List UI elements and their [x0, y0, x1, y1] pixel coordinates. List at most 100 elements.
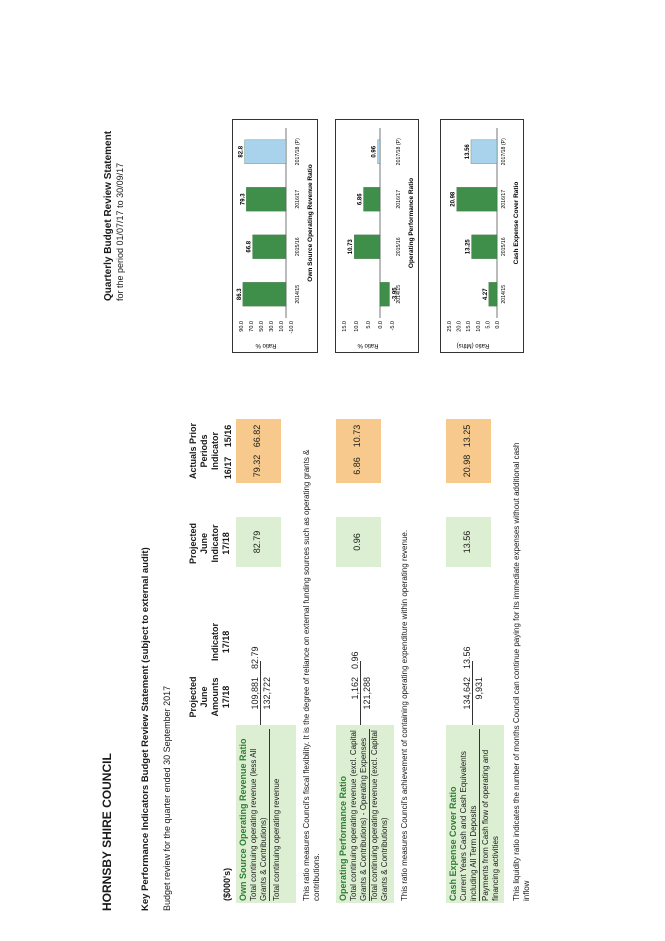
kpi2-projected: 0.96 — [352, 533, 362, 551]
chart-ylabel: Ratio % — [255, 342, 277, 348]
report-period: for the period 01/07/17 to 30/09/17 — [115, 162, 125, 301]
kpi2-amount-2: 121,288 — [362, 677, 372, 710]
chart-data-label: 4.27 — [483, 288, 489, 300]
chart-ytick: -5.0 — [390, 321, 396, 330]
kpi1-actual-1516: 66.82 — [252, 424, 262, 448]
actuals-year-1: 16/17 — [223, 456, 233, 480]
kpi2-actual-1516: 10.73 — [352, 424, 362, 448]
kpi2-amount-1: 1,162 — [350, 677, 360, 700]
kpi3-amount-1: 134,642 — [462, 677, 472, 710]
kpi1-denominator: Total continuing operating revenue — [272, 778, 281, 901]
chart-data-label: 66.8 — [247, 240, 253, 252]
chart-data-label: 10.73 — [348, 239, 354, 255]
chart-title: Own Source Operating Revenue Ratio — [307, 164, 314, 281]
projected-header: Projected June Indicator 17/18 — [188, 523, 231, 565]
chart-ytick: 10.0 — [354, 321, 360, 332]
chart-category: 2014/15 — [295, 285, 301, 304]
kpi1-numerator: Total continuing operating revenue (less… — [249, 729, 270, 901]
kpi3-projected: 13.56 — [462, 530, 472, 554]
chart-category: 2016/17 — [295, 190, 301, 209]
chart-bar — [244, 139, 287, 164]
chart-data-label: 13.56 — [465, 144, 471, 160]
chart-category: 2017/18 (P) — [501, 138, 507, 165]
actuals-header: Actuals Prior Periods Indicator — [188, 422, 220, 480]
kpi3-actual-1617: 20.98 — [462, 454, 472, 478]
kpi2-numerator: Total continuing operating revenue (excl… — [349, 729, 370, 901]
chart-data-label: 0.96 — [372, 145, 378, 157]
chart-bar — [363, 187, 381, 212]
chart-bar — [471, 234, 498, 259]
chart-ytick: 15.0 — [342, 321, 348, 332]
chart-category: 2015/16 — [501, 237, 507, 256]
chart-category: 2015/16 — [295, 237, 301, 256]
kpi2-actual-1617: 6.86 — [352, 457, 362, 475]
actuals-year-2: 15/16 — [223, 424, 233, 448]
kpi2-note: This ratio measures Council's achievemen… — [400, 529, 409, 901]
chart-ytick: 25.0 — [447, 321, 453, 332]
kpi3-numerator: Current Years Cash and Cash Equivalents … — [459, 729, 480, 901]
kpi3-indicator: 13.56 — [462, 646, 472, 669]
chart-ytick: 5.0 — [485, 321, 491, 329]
chart-title: Cash Expense Cover Ratio — [513, 182, 520, 265]
kpi3-title: Cash Expense Cover Ratio — [448, 786, 458, 901]
chart-bar — [246, 187, 287, 212]
chart-ytick: 20.0 — [457, 321, 463, 332]
chart-ytick: 10.0 — [279, 321, 285, 332]
chart-bar — [470, 139, 498, 164]
unit-header: ($000's) — [222, 867, 232, 901]
chart-category: 2015/16 — [396, 237, 402, 256]
chart-ytick: -10.0 — [289, 321, 295, 334]
kpi1-title: Own Source Operating Revenue Ratio — [238, 738, 248, 901]
chart-ytick: 0.0 — [378, 321, 384, 329]
kpi3-denominator: Payments from Cash flow of operating and… — [481, 749, 500, 901]
chart-bar — [252, 234, 287, 259]
chart-data-label: -3.95 — [392, 287, 398, 301]
chart-category: 2017/18 (P) — [396, 138, 402, 165]
chart-ytick: 0.0 — [495, 321, 501, 329]
kpi1-note: This ratio measures Council's fiscal fle… — [302, 449, 321, 901]
kpi3-note: This liquidity ratio indicates the numbe… — [512, 442, 531, 901]
kpi3-amount-2: 9,931 — [474, 677, 484, 700]
chart-bar — [242, 282, 287, 307]
amounts-header: Projected June Amounts 17/18 — [188, 676, 231, 718]
report-title: Quarterly Budget Review Statement — [103, 130, 114, 301]
kpi1-indicator: 82.79 — [250, 646, 260, 669]
kpi2-title: Operating Performance Ratio — [338, 775, 348, 901]
chart-ytick: 10.0 — [476, 321, 482, 332]
chart-ytick: 90.0 — [239, 321, 245, 332]
chart-data-label: 79.3 — [240, 193, 246, 205]
section-subtitle: Budget review for the quarter ended 30 S… — [162, 685, 172, 911]
kpi1-amount-2: 132,722 — [262, 677, 272, 710]
chart-ytick: 70.0 — [249, 321, 255, 332]
kpi3-actual-1516: 13.25 — [462, 424, 472, 448]
kpi1-chart: Ratio % -10.0 10.0 30.0 50.0 70.0 90.0 86.3 2014… — [232, 119, 318, 353]
kpi2-denominator: Total continuing operating revenue (excl… — [370, 730, 389, 901]
chart-data-label: 86.3 — [237, 288, 243, 300]
chart-category: 2014/15 — [501, 285, 507, 304]
chart-bar — [456, 187, 498, 212]
chart-data-label: 13.25 — [466, 239, 472, 255]
chart-bar — [488, 282, 498, 307]
chart-title: Operating Performance Ratio — [408, 178, 415, 268]
section-title: Key Performance Indicators Budget Review… — [140, 547, 151, 911]
kpi1-actual-1617: 79.32 — [252, 454, 262, 478]
indicator-header: Indicator 17/18 — [210, 623, 231, 662]
chart-data-label: 6.86 — [358, 193, 364, 205]
chart-category: 2016/17 — [501, 190, 507, 209]
chart-bar — [354, 234, 381, 259]
chart-ytick: 5.0 — [366, 321, 372, 329]
kpi1-amount-1: 109,881 — [250, 677, 260, 710]
chart-data-label: 20.98 — [451, 191, 457, 207]
kpi2-indicator: 0.96 — [350, 651, 360, 669]
chart-category: 2017/18 (P) — [295, 138, 301, 165]
chart-category: 2016/17 — [396, 190, 402, 209]
chart-ytick: 50.0 — [259, 321, 265, 332]
kpi1-projected: 82.79 — [252, 530, 262, 554]
chart-bar — [377, 139, 381, 164]
chart-ytick: 30.0 — [269, 321, 275, 332]
council-name: HORNSBY SHIRE COUNCIL — [100, 753, 114, 911]
chart-bar — [379, 282, 390, 307]
